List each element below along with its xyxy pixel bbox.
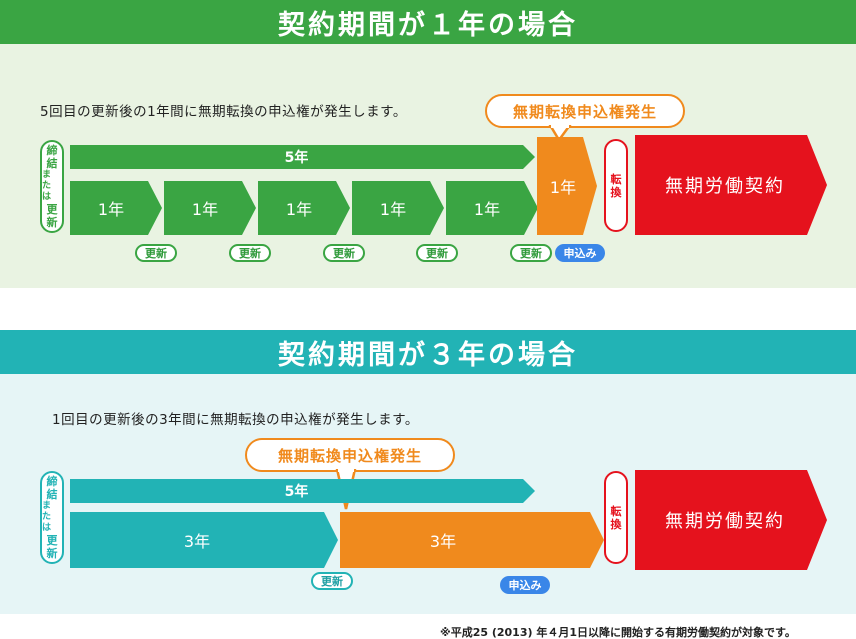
section1-term-label-2: 1年 — [191, 200, 219, 219]
section1-renew-2: 更新 — [229, 244, 271, 262]
section2-title: 契約期間が３年の場合 — [0, 330, 856, 374]
section1-apply: 申込み — [555, 244, 605, 262]
section1-term-arrow-2 — [164, 181, 256, 235]
section2-five-year-bar — [70, 479, 535, 503]
section2-result-arrow — [635, 470, 827, 570]
section1-renew-1: 更新 — [135, 244, 177, 262]
section2-final-term-arrow — [340, 512, 604, 568]
section1-description: 5回目の更新後の1年間に無期転換の申込権が発生します。 — [40, 104, 407, 120]
section1-term-arrow-5 — [446, 181, 538, 235]
section1-term-label-4: 1年 — [379, 200, 407, 219]
footnote: ※平成25 (2013) 年４月1日以降に開始する有期労働契約が対象です。 — [440, 626, 796, 639]
section2-final-term-label: 3年 — [429, 532, 457, 551]
section1-five-year-label: 5年 — [284, 150, 309, 166]
section2-five-year-label: 5年 — [284, 484, 309, 500]
section2-start-label: 締 結 ま た は 更 新 — [40, 471, 64, 564]
section1-result-arrow — [635, 135, 827, 235]
section2-bubble: 無期転換申込権発生 — [245, 438, 455, 472]
section1-title: 契約期間が１年の場合 — [0, 0, 856, 44]
section1-convert-label: 転 換 — [604, 139, 628, 232]
section1-five-year-bar — [70, 145, 535, 169]
section1-term-arrow-4 — [352, 181, 444, 235]
section1-result-label: 無期労働契約 — [665, 176, 785, 197]
section2-description: 1回目の更新後の3年間に無期転換の申込権が発生します。 — [52, 412, 419, 428]
section1-term-arrow-3 — [258, 181, 350, 235]
section1-term-label-5: 1年 — [473, 200, 501, 219]
section2-apply: 申込み — [500, 576, 550, 594]
section2-convert-label: 転 換 — [604, 471, 628, 564]
section1-start-label: 締 結 ま た は 更 新 — [40, 140, 64, 233]
section1-term-arrow-1 — [70, 181, 162, 235]
section1-bubble-tail — [548, 125, 572, 141]
section1-term-label-3: 1年 — [285, 200, 313, 219]
section2-renew-1: 更新 — [311, 572, 353, 590]
section2-result-label: 無期労働契約 — [665, 511, 785, 532]
section1-final-term-label: 1年 — [549, 178, 577, 197]
section1-final-term-arrow — [537, 137, 597, 235]
section1-renew-4: 更新 — [416, 244, 458, 262]
section2-term-arrow-1 — [70, 512, 338, 568]
section2-term-label-1: 3年 — [183, 532, 211, 551]
section1-renew-5: 更新 — [510, 244, 552, 262]
section1-bubble: 無期転換申込権発生 — [485, 94, 685, 128]
section1-term-label-1: 1年 — [97, 200, 125, 219]
section1-renew-3: 更新 — [323, 244, 365, 262]
